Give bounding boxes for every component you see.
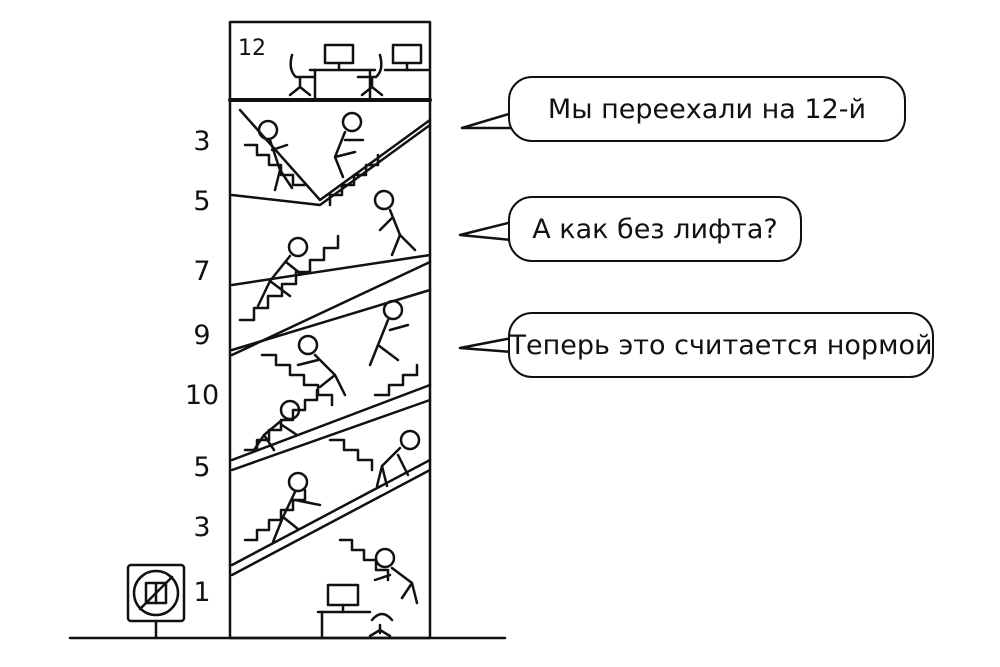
floor-label: 9 xyxy=(193,320,211,351)
floor-label: 10 xyxy=(184,380,220,411)
floor-label: 7 xyxy=(193,256,211,287)
office-desk-icon xyxy=(288,43,430,100)
speech-bubble-moved: Мы переехали на 12-й xyxy=(508,76,906,142)
floor-label: 5 xyxy=(193,452,211,483)
no-elevator-icon xyxy=(126,563,186,640)
staircase xyxy=(230,108,432,582)
person-climbing-icon xyxy=(252,111,421,605)
floor-label: 3 xyxy=(193,126,211,157)
speech-bubble-new-normal: Теперь это считается нормой xyxy=(508,312,934,378)
top-floor-label: 12 xyxy=(238,36,266,61)
office-desk-icon xyxy=(316,583,394,640)
bubble-tail xyxy=(458,220,514,242)
bubble-tail xyxy=(460,111,514,130)
speech-bubble-no-elevator: А как без лифта? xyxy=(508,196,802,262)
floor-label: 1 xyxy=(193,577,211,608)
bubble-tail xyxy=(458,336,514,354)
floor-label: 5 xyxy=(193,186,211,217)
floor-label: 3 xyxy=(193,512,211,543)
building-outline xyxy=(228,20,432,640)
